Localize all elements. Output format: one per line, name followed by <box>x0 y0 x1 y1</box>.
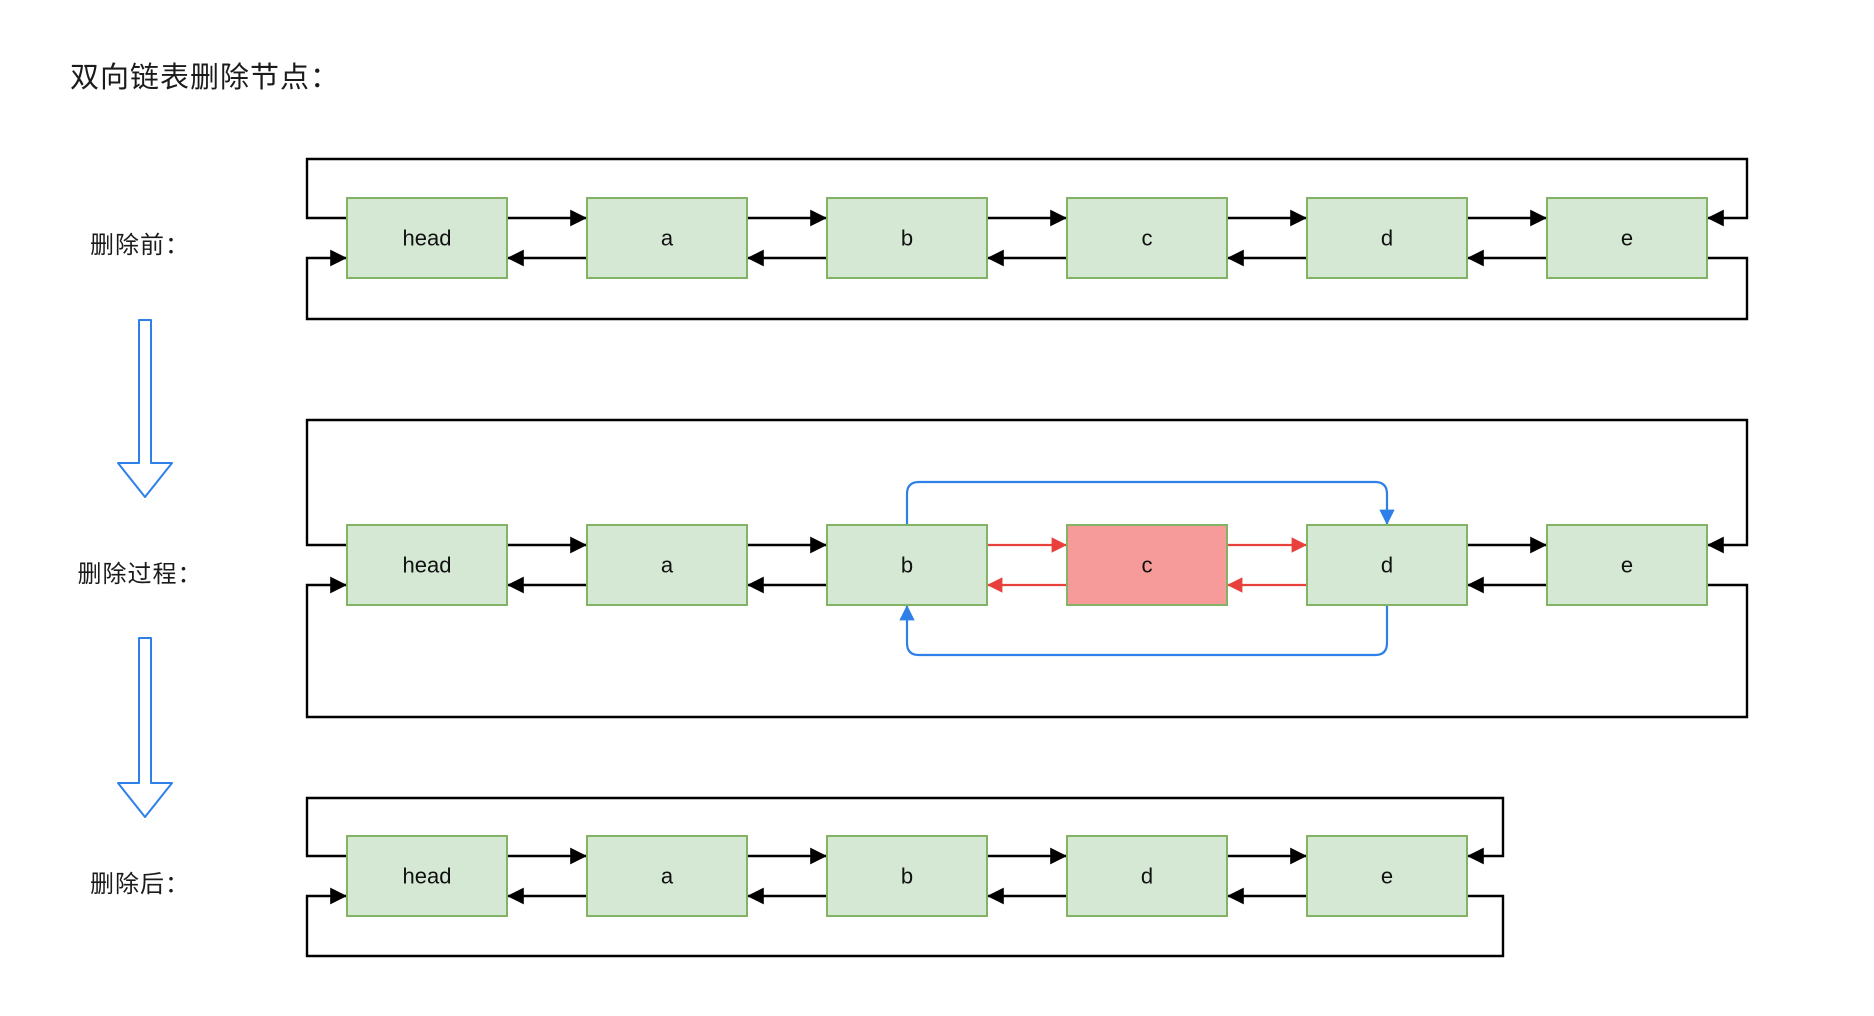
node-label-e-during: e <box>1621 553 1633 578</box>
wrap-next-pointer-after <box>305 796 1505 865</box>
node-label-head-after: head <box>403 864 452 889</box>
node-label-head-during: head <box>403 553 452 578</box>
node-label-b-after: b <box>901 864 913 889</box>
node-e-after <box>1306 835 1468 917</box>
node-head-during <box>346 524 508 606</box>
wrap-prev-pointer-before <box>305 249 1749 321</box>
node-label-b-during: b <box>901 553 913 578</box>
flow-down-arrow-1 <box>117 319 173 498</box>
node-d-during <box>1306 524 1468 606</box>
node-label-c-before: c <box>1142 226 1153 251</box>
node-a-before <box>586 197 748 279</box>
section-before: head a b c d e <box>305 157 1749 321</box>
node-label-a-before: a <box>661 226 674 251</box>
node-b-after <box>826 835 988 917</box>
node-label-e-after: e <box>1381 864 1393 889</box>
node-label-d-before: d <box>1381 226 1393 251</box>
wrap-prev-pointer-after <box>305 887 1505 958</box>
node-e-during <box>1546 524 1708 606</box>
wrap-prev-pointer-during <box>305 576 1749 719</box>
node-b-before <box>826 197 988 279</box>
node-label-a-after: a <box>661 864 674 889</box>
node-head-after <box>346 835 508 917</box>
node-label-d-after: d <box>1141 864 1153 889</box>
node-label-d-during: d <box>1381 553 1393 578</box>
bypass-prev-pointer-d-b <box>899 605 1389 657</box>
node-label-c-during: c <box>1142 553 1153 578</box>
node-d-before <box>1306 197 1468 279</box>
wrap-next-pointer-before <box>305 157 1749 227</box>
wrap-next-pointer-during <box>305 418 1749 554</box>
section-label-during: 删除过程： <box>77 561 203 588</box>
node-c-before <box>1066 197 1228 279</box>
section-label-after: 删除后： <box>90 871 190 898</box>
node-d-after <box>1066 835 1228 917</box>
node-b-during <box>826 524 988 606</box>
node-label-a-during: a <box>661 553 674 578</box>
node-a-during <box>586 524 748 606</box>
section-after: head a b d e <box>305 796 1505 958</box>
flow-down-arrow-2 <box>117 637 173 818</box>
node-label-head-before: head <box>403 226 452 251</box>
node-a-after <box>586 835 748 917</box>
node-e-before <box>1546 197 1708 279</box>
node-label-e-before: e <box>1621 226 1633 251</box>
section-label-before: 删除前： <box>90 232 190 259</box>
page-title: 双向链表删除节点： <box>70 62 341 94</box>
bypass-next-pointer-b-d <box>905 480 1395 525</box>
node-c-during <box>1066 524 1228 606</box>
node-head-before <box>346 197 508 279</box>
section-during: head a b c d e <box>305 418 1749 719</box>
node-label-b-before: b <box>901 226 913 251</box>
